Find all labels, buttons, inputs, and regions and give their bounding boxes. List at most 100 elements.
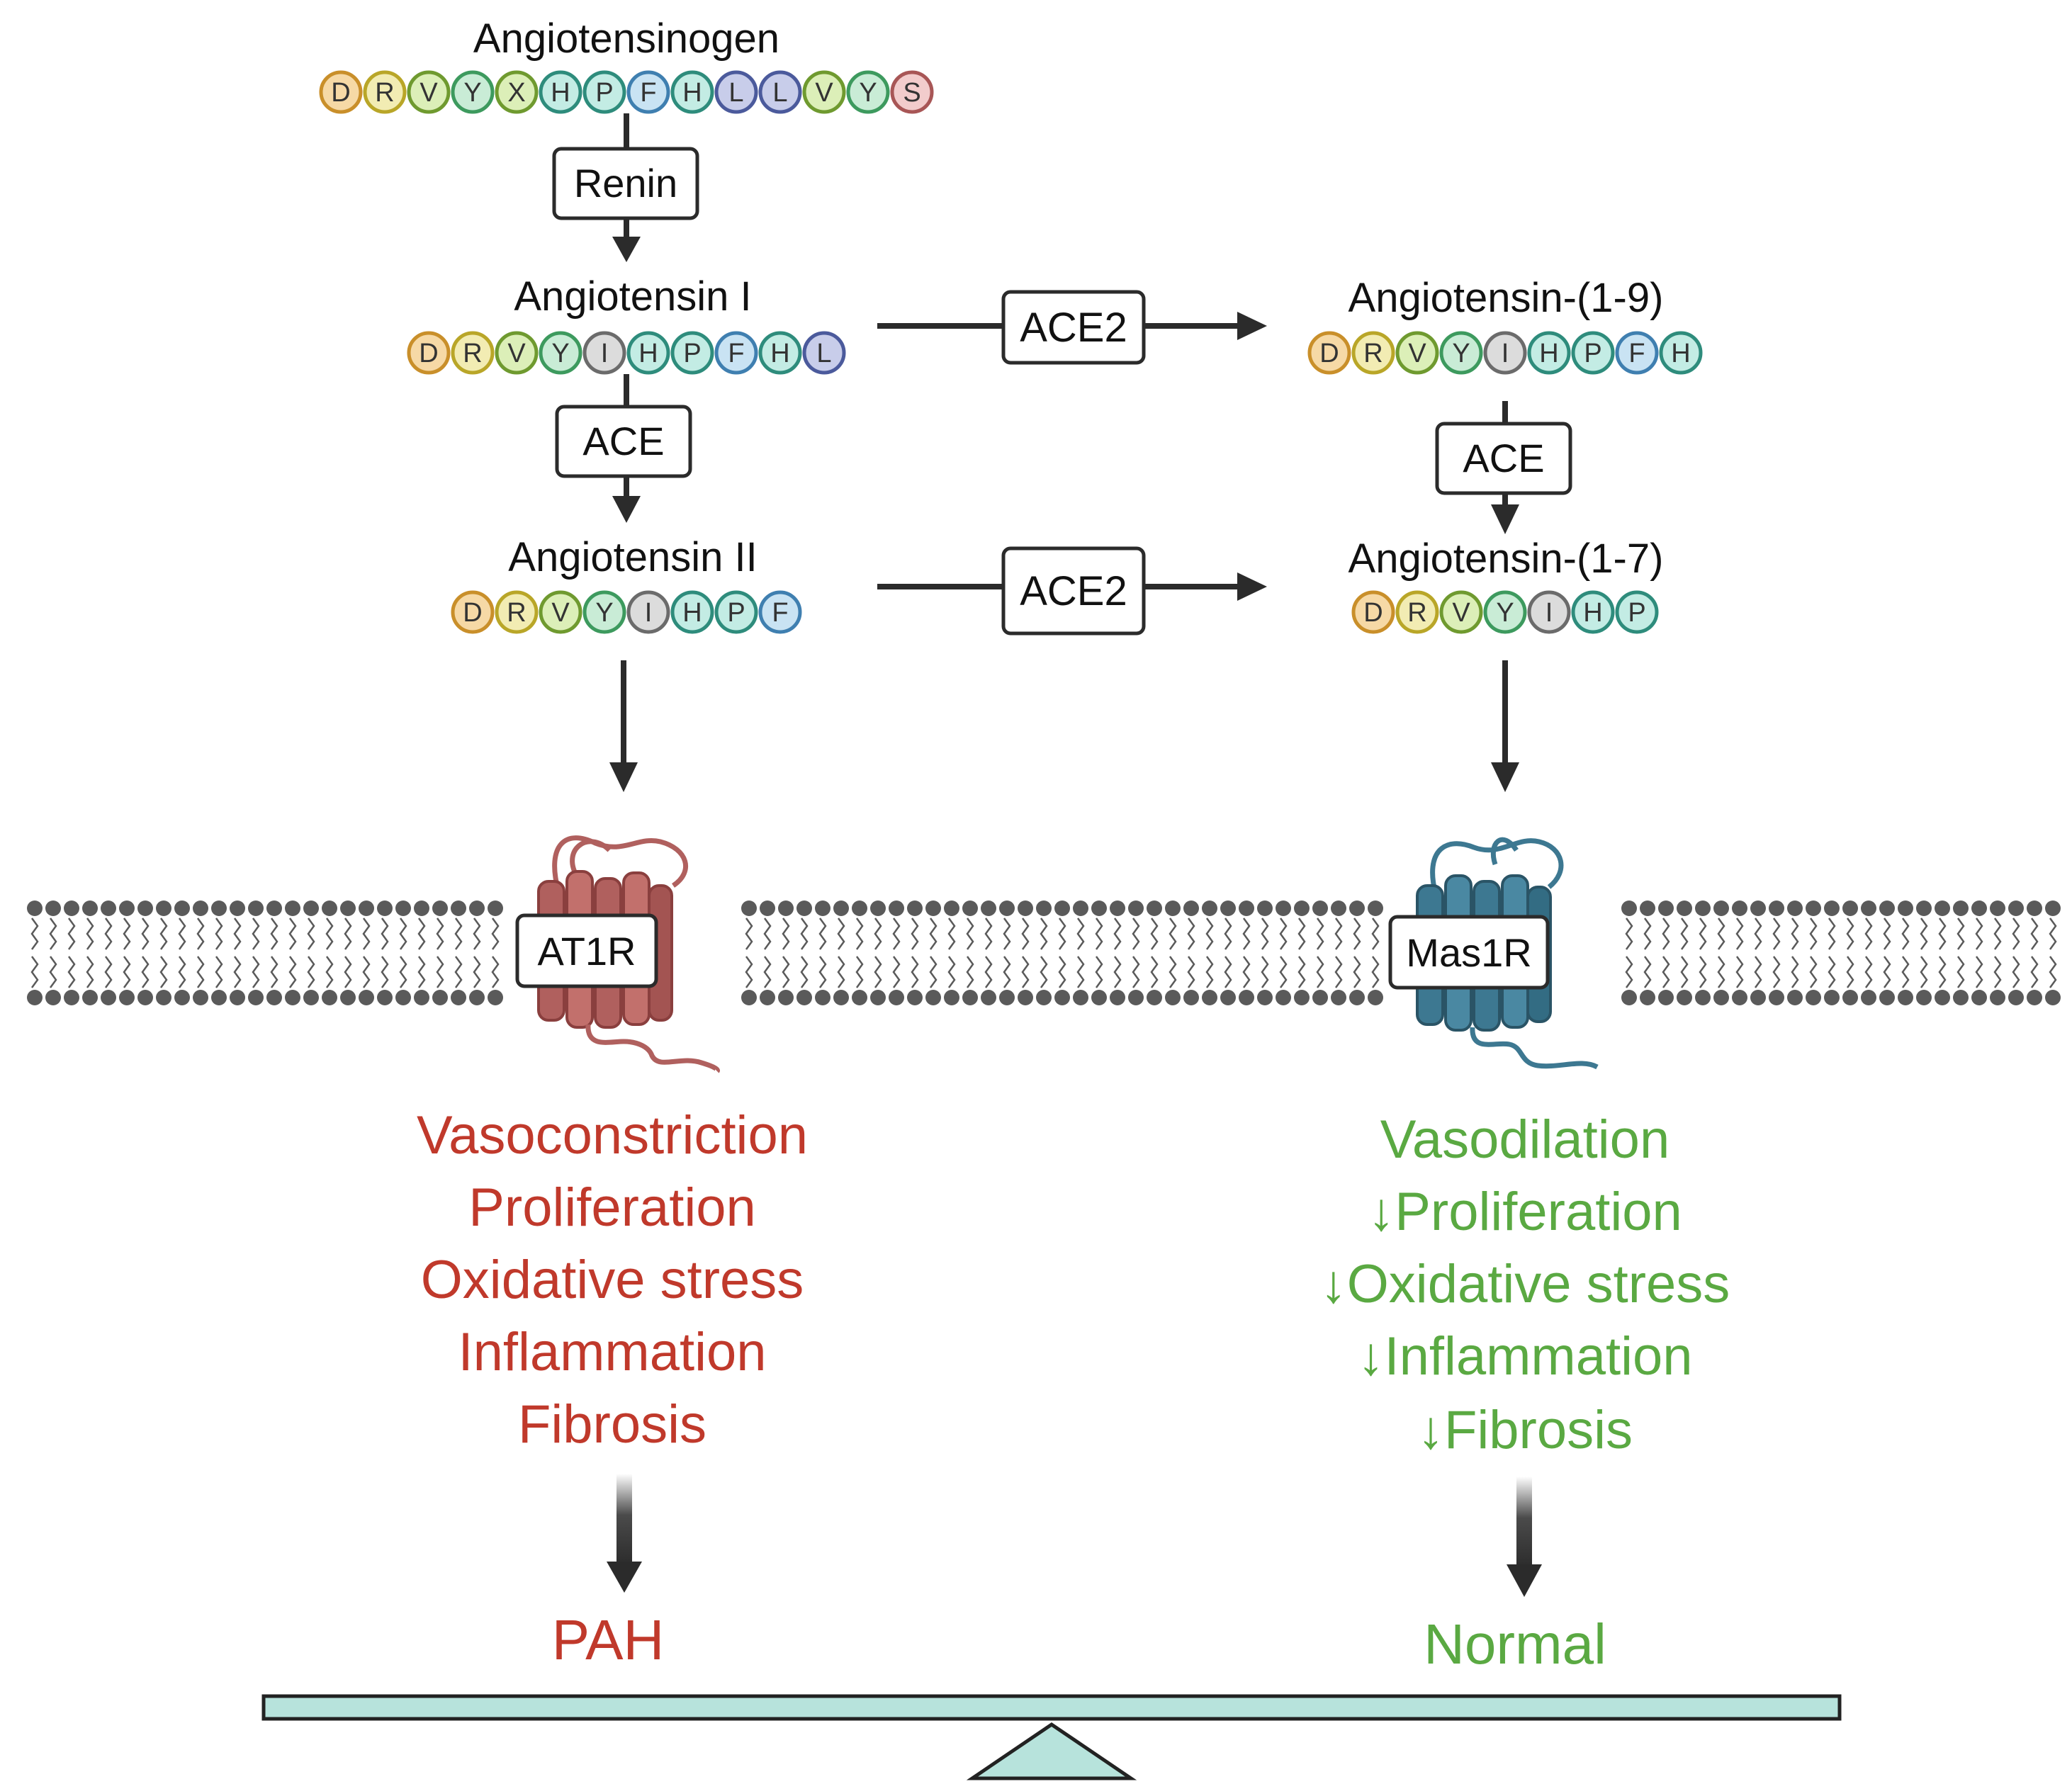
effect-left-4: Inflammation [458,1322,766,1382]
residue-bead-h: H [1571,590,1615,634]
outcome-pah: PAH [552,1608,665,1671]
arrowhead-ace-to-ang17 [1491,504,1519,534]
residue-letter: R [1407,598,1426,628]
residue-bead-h: H [758,331,802,375]
residue-letter: P [1584,339,1601,368]
residue-bead-y: Y [1483,590,1527,634]
mas1r-box [1388,915,1550,990]
residue-bead-h: H [670,590,714,634]
ace2-bottom-box [1001,546,1146,636]
residue-bead-r: R [1395,590,1439,634]
arrowhead-ang2-to-at1r [609,762,638,792]
ace2-bottom-label: ACE2 [1020,568,1127,614]
residue-letter: I [601,339,609,368]
arrow-effects-to-normal [1507,1477,1542,1597]
residue-bead-i: I [1527,590,1571,634]
at1r-label: AT1R [538,929,636,973]
residue-bead-v: V [802,70,846,114]
effect-left-5: Fibrosis [518,1394,706,1455]
residue-bead-y: Y [846,70,890,114]
residue-letter: V [551,598,570,628]
residue-letter: R [507,598,526,628]
residue-letter: D [463,598,482,628]
residue-letter: Y [551,339,569,368]
residue-letter: I [1545,598,1553,628]
effect-right-1: Vasodilation [1380,1110,1670,1170]
residue-letter: V [815,78,833,108]
residue-letter: D [331,78,350,108]
residue-letter: R [1363,339,1383,368]
residue-letter: L [728,78,743,108]
residue-letter: V [507,339,526,368]
title-angiotensin-1-7: Angiotensin-(1-7) [1349,536,1664,582]
residue-letter: L [772,78,787,108]
residue-bead-v: V [1439,590,1483,634]
arrowhead-ace-to-ang2 [612,496,641,523]
residue-bead-v: V [407,70,451,114]
residue-bead-d: D [1307,331,1351,375]
residue-letter: R [463,339,482,368]
residue-letter: D [1363,598,1383,628]
residue-bead-f: F [1615,331,1659,375]
residue-bead-i: I [582,331,626,375]
residue-letter: V [1408,339,1426,368]
residue-letter: X [507,78,525,108]
effect-right-3: ↓Oxidative stress [1320,1254,1730,1314]
residue-letter: H [770,339,789,368]
residue-letter: D [1319,339,1339,368]
residue-letter: F [640,78,656,108]
arrowhead-renin-to-ang1 [612,237,641,262]
effect-left-3: Oxidative stress [421,1250,804,1310]
residue-bead-p: P [1571,331,1615,375]
residue-bead-y: Y [539,331,582,375]
arrowhead-ace2-to-ang19 [1237,312,1267,340]
residue-letter: Y [463,78,481,108]
residue-bead-d: D [1351,590,1395,634]
residue-letter: P [683,339,701,368]
residue-letter: F [772,598,788,628]
residue-letter: V [1452,598,1470,628]
cell-membrane [27,901,2061,1005]
residue-letter: H [551,78,570,108]
residue-letter: H [1671,339,1690,368]
residue-letter: H [638,339,658,368]
residue-letter: Y [595,598,613,628]
at1r-box [515,913,658,988]
residue-letter: H [1583,598,1602,628]
residue-bead-l: L [758,70,802,114]
residue-bead-l: L [802,331,846,375]
mas1r-label: Mas1R [1406,930,1531,975]
residue-bead-y: Y [582,590,626,634]
residue-bead-f: F [714,331,758,375]
outcome-normal: Normal [1424,1613,1606,1676]
effect-right-2: ↓Proliferation [1368,1182,1682,1242]
residue-bead-v: V [1395,331,1439,375]
residue-bead-x: X [495,70,539,114]
residue-bead-h: H [539,70,582,114]
residue-bead-h: H [626,331,670,375]
residue-letter: P [595,78,613,108]
residue-letter: I [645,598,653,628]
residue-bead-h: H [1659,331,1703,375]
residue-letter: R [375,78,394,108]
residue-letter: S [903,78,920,108]
residue-bead-h: H [1527,331,1571,375]
residue-bead-p: P [714,590,758,634]
title-angiotensinogen: Angiotensinogen [473,16,779,62]
residue-bead-h: H [670,70,714,114]
balance-fulcrum [966,1722,1137,1780]
residue-bead-d: D [407,331,451,375]
residue-bead-d: D [319,70,363,114]
residue-bead-r: R [363,70,407,114]
residue-letter: H [682,598,702,628]
residue-letter: V [420,78,438,108]
residue-letter: F [728,339,744,368]
residue-letter: P [1628,598,1645,628]
residue-bead-v: V [539,590,582,634]
residue-bead-f: F [758,590,802,634]
